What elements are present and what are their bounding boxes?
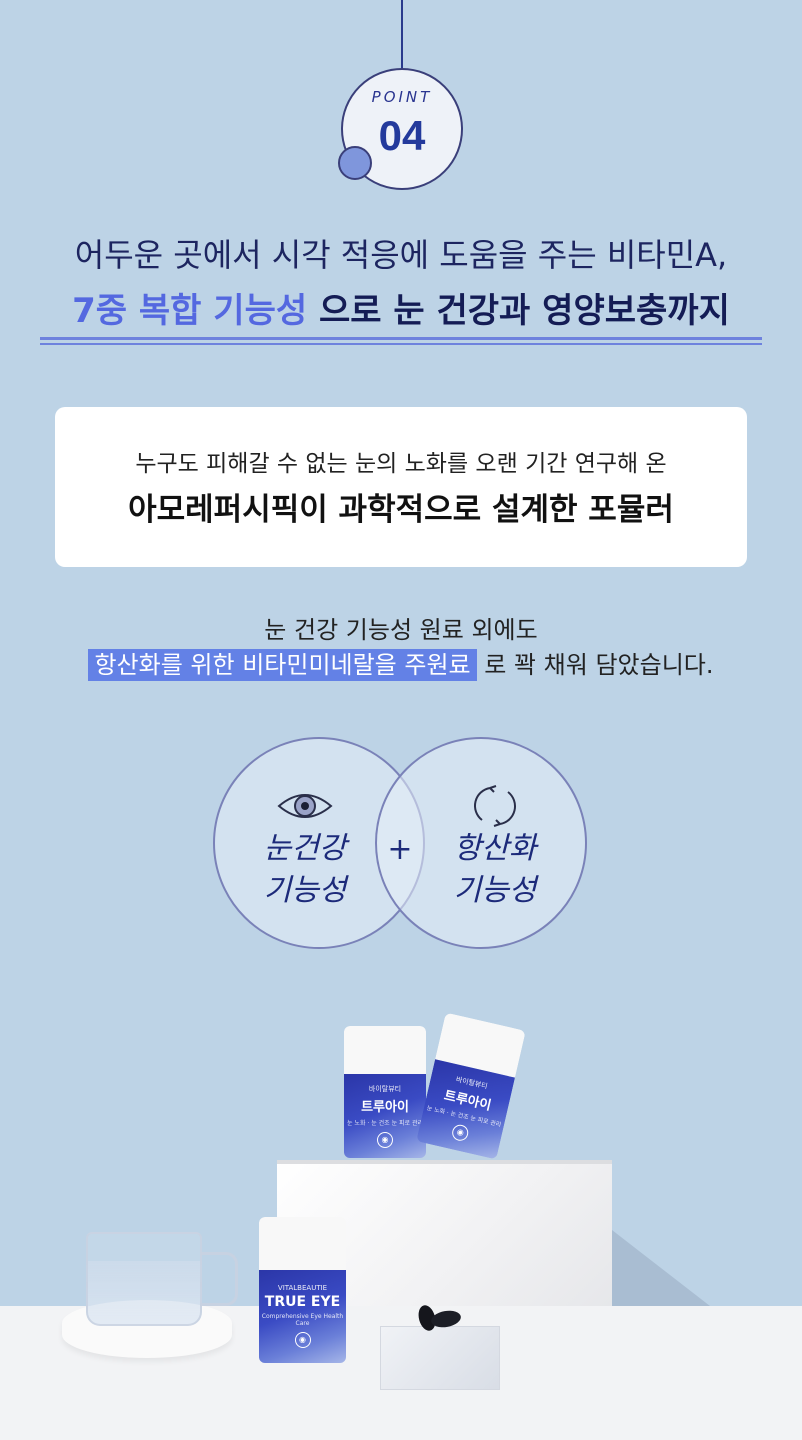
bottle-sub: 눈 노화 · 눈 건조 눈 피로 관리 [347,1119,423,1127]
product-bottle-kr-1: 바이탈뷰티 트루아이 눈 노화 · 눈 건조 눈 피로 관리 ◉ [344,1026,426,1158]
pendant-line [401,0,403,70]
venn-right-label: 항산화 기능성 [420,828,570,912]
eye-badge-icon: ◉ [294,1332,311,1349]
bottle-cap [344,1026,426,1074]
card-line1: 누구도 피해갈 수 없는 눈의 노화를 오랜 기간 연구해 온 [135,451,667,477]
point-badge-dot [338,146,372,180]
bottle-sub: Comprehensive Eye Health Care [261,1313,344,1328]
body-line2: 항산화를 위한 비타민미네랄을 주원료 로 꽉 채워 담았습니다. [0,645,802,681]
bottle-label: VITALBEAUTIE TRUE EYE Comprehensive Eye … [259,1269,346,1363]
headline-accent: 7중 복합 기능성 [72,291,308,331]
water-glass [86,1232,202,1326]
bottle-name: 트루아이 [361,1099,409,1115]
headline-underline-2 [40,343,762,345]
bottle-label: 바이탈뷰티 트루아이 눈 노화 · 눈 건조 눈 피로 관리 ◉ [416,1058,516,1160]
glass-handle [200,1252,238,1306]
cycle-icon [474,785,516,827]
product-bottle-kr-2: 바이탈뷰티 트루아이 눈 노화 · 눈 건조 눈 피로 관리 ◉ [416,1012,526,1160]
product-bottle-en: VITALBEAUTIE TRUE EYE Comprehensive Eye … [259,1217,346,1363]
bottle-label: 바이탈뷰티 트루아이 눈 노화 · 눈 건조 눈 피로 관리 ◉ [344,1073,426,1158]
point-number: 04 [378,112,426,159]
headline-line1: 어두운 곳에서 시각 적응에 도움을 주는 비타민A, [74,236,728,274]
plus-sign: + [387,832,413,867]
headline-underline [40,337,762,340]
eye-badge-icon: ◉ [377,1131,393,1148]
point-label: POINT [371,88,433,106]
eye-icon [277,794,333,818]
display-box-edge [277,1160,612,1164]
bottle-brand: 바이탈뷰티 [368,1084,402,1093]
body-highlight: 항산화를 위한 비타민미네랄을 주원료 [88,649,477,681]
venn-left-label: 눈건강 기능성 [230,828,380,912]
card-line2: 아모레퍼시픽이 과학적으로 설계한 포뮬러 [128,492,674,528]
info-card [55,407,747,567]
acrylic-block [380,1326,500,1390]
body-line1: 눈 건강 기능성 원료 외에도 [264,616,538,644]
headline-line2: 7중 복합 기능성 으로 눈 건강과 영양보충까지 [0,283,802,332]
venn-right-line1: 항산화 [453,831,537,866]
bottle-cap [259,1217,346,1270]
venn-left-line1: 눈건강 [263,831,347,866]
eye-badge-icon: ◉ [450,1122,470,1143]
box-shadow [612,1230,710,1306]
bottle-name: TRUE EYE [264,1294,341,1311]
headline-rest: 으로 눈 건강과 영양보충까지 [307,291,730,331]
venn-circle-right [375,737,587,949]
venn-left-line2: 기능성 [263,873,347,908]
body-rest: 로 꽉 채워 담았습니다. [476,651,714,679]
venn-right-line2: 기능성 [453,873,537,908]
bottle-brand: VITALBEAUTIE [277,1284,328,1293]
